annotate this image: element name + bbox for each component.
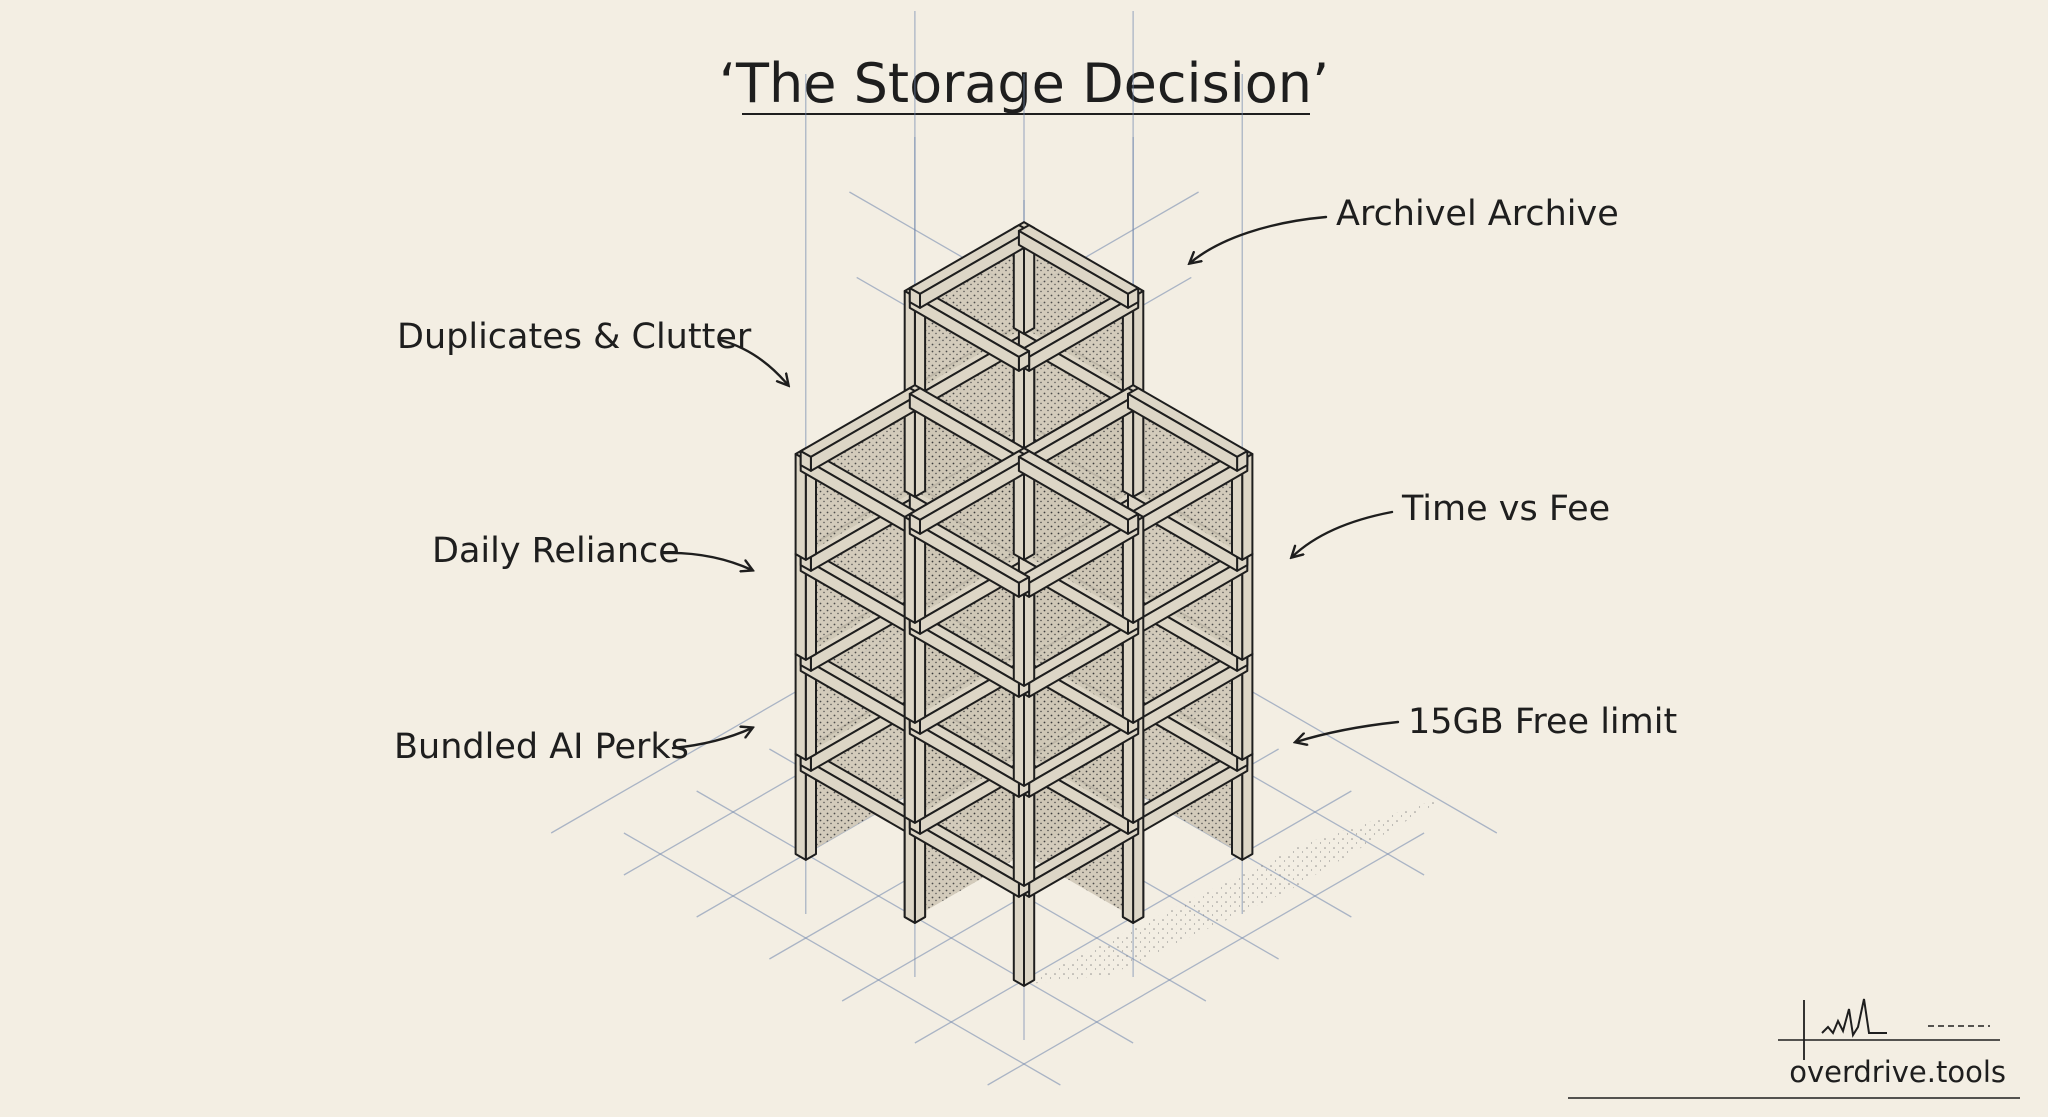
label-bundled-ai: Bundled AI Perks [394, 727, 689, 767]
arrow-archive [1190, 215, 1328, 263]
arrow-time-vs-fee [1292, 510, 1394, 557]
arrow-bundled-ai [671, 728, 752, 750]
label-free-limit: 15GB Free limit [1408, 702, 1677, 742]
arrow-duplicates [718, 338, 788, 385]
label-daily-reliance: Daily Reliance [432, 531, 680, 571]
arrow-free-limit [1296, 720, 1400, 742]
label-time-vs-fee: Time vs Fee [1401, 489, 1610, 529]
brand-name: overdrive.tools [1789, 1055, 2006, 1089]
storage-lattice-structure [794, 221, 1254, 987]
floor-shadow [1020, 795, 1450, 985]
label-archive: Archivel Archive [1336, 194, 1619, 234]
signature-mark [1778, 998, 2000, 1060]
arrow-daily-reliance [662, 551, 752, 570]
label-duplicates: Duplicates & Clutter [397, 317, 752, 357]
